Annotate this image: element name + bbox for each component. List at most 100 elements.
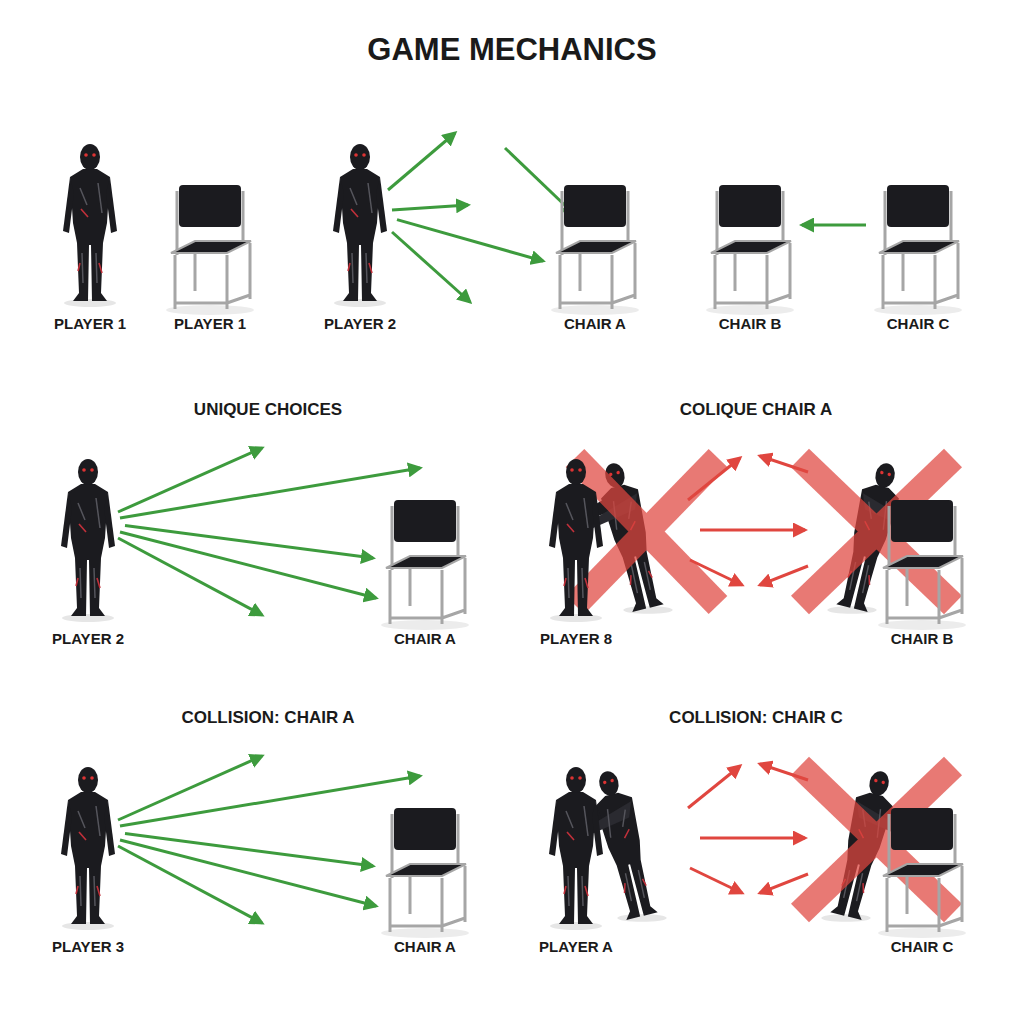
red-arrow [688, 766, 740, 808]
player-node: PLAYER 8 [536, 450, 616, 648]
chair [878, 500, 966, 630]
floor-shadow [166, 305, 254, 315]
cross-bar [575, 458, 718, 605]
suit-seam [566, 498, 588, 598]
head [867, 769, 891, 798]
caption: PLAYER 1 [50, 315, 130, 333]
floor-shadow [878, 620, 966, 630]
player-icon [53, 450, 123, 630]
caption: PLAYER A [535, 938, 617, 956]
chair-icon [700, 135, 800, 315]
seat [386, 864, 466, 876]
backrest [719, 185, 781, 227]
chair-node: CHAIR A [375, 450, 475, 648]
suit-seam [78, 806, 100, 906]
head [566, 767, 586, 793]
suit-accent [610, 829, 647, 894]
body [340, 169, 380, 301]
pushing-figure [555, 767, 666, 929]
caption: PLAYER 2 [320, 315, 400, 333]
eye [616, 471, 620, 475]
arm [104, 492, 115, 548]
eye [881, 780, 885, 784]
chair-node: CHAIR A [375, 758, 475, 956]
backrest [179, 185, 241, 227]
cross-bar [800, 766, 953, 913]
eye [887, 472, 891, 476]
green-arrow [388, 133, 455, 190]
eye [578, 468, 582, 472]
backrest [891, 500, 953, 542]
caption: PLAYER 3 [48, 938, 128, 956]
head [78, 459, 98, 485]
green-arrow [118, 846, 262, 923]
body [68, 484, 108, 616]
floor-shadow [64, 299, 116, 307]
panel-heading: COLLISION: CHAIR A [181, 708, 354, 728]
red-cross [575, 458, 718, 605]
arm [106, 177, 117, 233]
seat [883, 864, 963, 876]
arm [61, 492, 72, 548]
eye [603, 780, 607, 784]
green-arrow [392, 232, 470, 302]
chair [874, 185, 962, 315]
body [556, 484, 596, 616]
eye [90, 776, 94, 780]
head [78, 767, 98, 793]
body [68, 792, 108, 924]
suit-accent [564, 832, 588, 896]
green-arrow [120, 776, 420, 826]
suit-seam [604, 805, 647, 902]
chair-node: CHAIR A [545, 135, 645, 333]
player-node: PLAYER 3 [48, 758, 128, 956]
seat [386, 556, 466, 568]
cross-bar [800, 458, 953, 605]
chair-icon [160, 135, 260, 315]
chair-icon [375, 758, 475, 938]
floor-shadow [706, 305, 794, 315]
arm [549, 800, 560, 856]
caption: CHAIR A [375, 938, 475, 956]
eye [578, 776, 582, 780]
eye [570, 468, 574, 472]
player-figure [63, 144, 117, 307]
chair-node: CHAIR B [700, 135, 800, 333]
chair-icon [868, 135, 968, 315]
chair [381, 500, 469, 630]
chair-node: CHAIR B [872, 450, 972, 648]
floor-shadow [874, 305, 962, 315]
choice-arrow [397, 220, 543, 261]
red-arrow [760, 874, 808, 893]
player-icon [541, 758, 611, 938]
backrest [394, 808, 456, 850]
caption: CHAIR B [872, 630, 972, 648]
head [350, 144, 370, 170]
eye [82, 776, 86, 780]
cross-bar [800, 458, 953, 605]
floor-shadow [821, 914, 870, 922]
floor-shadow [878, 928, 966, 938]
chair [551, 185, 639, 315]
eye [362, 153, 366, 157]
chair-node: CHAIR C [868, 135, 968, 333]
chair [706, 185, 794, 315]
floor-shadow [827, 606, 876, 614]
backrest [891, 808, 953, 850]
eye [354, 153, 358, 157]
green-arrow [392, 205, 468, 210]
seat [879, 241, 959, 253]
green-arrow [118, 538, 262, 615]
player-figure [61, 459, 115, 622]
caption: PLAYER 1 [160, 315, 260, 333]
seat [556, 241, 636, 253]
suit-accent [76, 832, 100, 896]
choice-arrow [125, 526, 373, 558]
caption: CHAIR C [868, 315, 968, 333]
floor-shadow [62, 922, 114, 930]
cross-bar [800, 766, 953, 913]
body [70, 169, 110, 301]
